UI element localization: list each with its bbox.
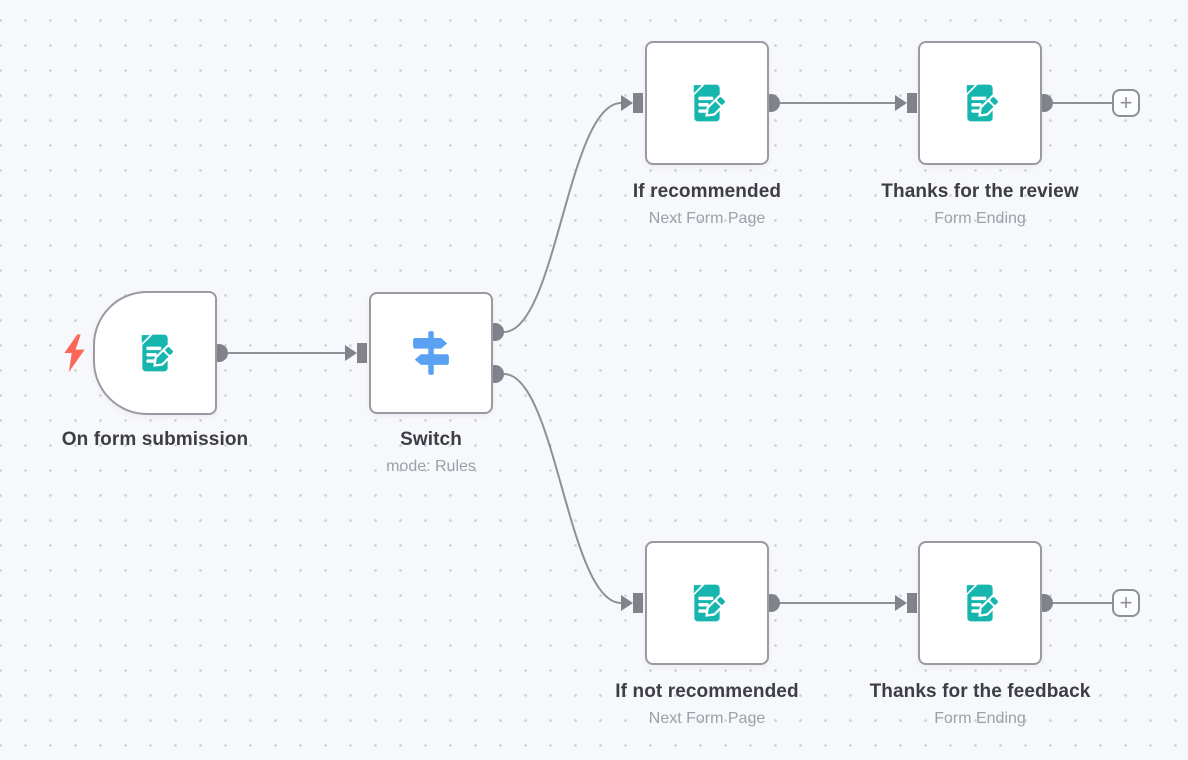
node-label-thanks-for-the-feedback: Thanks for the feedback Form Ending xyxy=(870,681,1091,728)
node-label-thanks-for-the-review: Thanks for the review Form Ending xyxy=(881,181,1078,228)
node-subtitle: mode: Rules xyxy=(386,458,476,475)
input-port-if-not-recommended[interactable] xyxy=(621,593,643,613)
form-trigger-icon xyxy=(141,334,176,372)
node-title: Switch xyxy=(400,429,462,450)
add-node-button-top[interactable]: + xyxy=(1112,89,1140,117)
input-port-if-recommended[interactable] xyxy=(621,93,643,113)
form-icon xyxy=(693,584,728,622)
node-on-form-submission[interactable] xyxy=(93,291,217,415)
node-if-not-recommended[interactable] xyxy=(645,541,769,665)
node-thanks-for-the-feedback[interactable] xyxy=(918,541,1042,665)
node-title: If not recommended xyxy=(615,681,799,702)
node-subtitle: Next Form Page xyxy=(648,210,766,227)
node-title: If recommended xyxy=(632,181,782,202)
switch-icon xyxy=(413,331,449,375)
node-label-if-recommended: If recommended Next Form Page xyxy=(633,181,781,228)
form-icon xyxy=(966,584,1001,622)
form-icon xyxy=(966,84,1001,122)
connection-wire-switch-if-not-recommended[interactable] xyxy=(503,373,622,604)
node-label-if-not-recommended: If not recommended Next Form Page xyxy=(615,681,798,728)
lightning-trigger-icon xyxy=(61,333,88,374)
add-node-button-bottom[interactable]: + xyxy=(1112,589,1140,617)
node-title: On form submission xyxy=(61,429,249,450)
node-subtitle: Form Ending xyxy=(934,210,1026,227)
node-subtitle: Next Form Page xyxy=(648,710,766,727)
input-port-switch[interactable] xyxy=(345,343,367,363)
node-title: Thanks for the review xyxy=(881,181,1079,202)
node-if-recommended[interactable] xyxy=(645,41,769,165)
node-label-switch: Switch mode: Rules xyxy=(386,429,476,476)
node-subtitle: Form Ending xyxy=(934,710,1026,727)
node-switch[interactable] xyxy=(369,292,493,414)
form-icon xyxy=(693,84,728,122)
input-port-feedback[interactable] xyxy=(895,593,917,613)
node-title: Thanks for the feedback xyxy=(869,681,1091,702)
input-port-review[interactable] xyxy=(895,93,917,113)
node-label-on-form-submission: On form submission xyxy=(62,429,249,451)
connection-wire-switch-if-recommended[interactable] xyxy=(503,102,622,333)
node-thanks-for-the-review[interactable] xyxy=(918,41,1042,165)
